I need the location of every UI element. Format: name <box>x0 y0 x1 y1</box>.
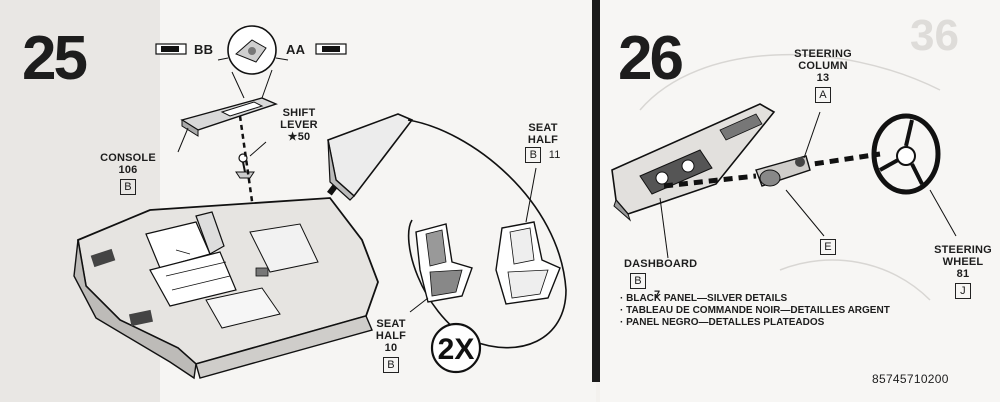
shift-lever-part-number: ★50 <box>287 131 311 143</box>
seat-half-11-name-1: SEAT <box>528 122 558 134</box>
quantity-badge: 2X <box>430 322 482 374</box>
seat-half-10-name-2: HALF <box>375 330 407 342</box>
dashboard-name: DASHBOARD <box>624 258 698 270</box>
seat-half-11-name-2: HALF <box>527 134 559 146</box>
seat-back-part <box>327 113 414 201</box>
seat-half-10-code-box: B <box>383 357 399 373</box>
shift-lever-name-2: LEVER <box>280 119 318 131</box>
steering-column-name-2: COLUMN <box>798 60 848 72</box>
steering-wheel-name-1: STEERING <box>934 244 992 256</box>
paint-chip-icon-right <box>315 43 347 55</box>
paint-chip-icon-left <box>155 43 187 55</box>
seat-half-11-label: SEAT HALF B 11 <box>520 122 566 163</box>
seat-half-10-part-number: 10 <box>384 342 398 354</box>
shift-lever-name-1: SHIFT <box>282 107 316 119</box>
note-english: · BLACK PANEL—SILVER DETAILS <box>620 293 788 304</box>
shift-lever-label: SHIFT LEVER ★50 <box>276 107 322 143</box>
console-part-number: 106 <box>118 164 138 176</box>
steering-column-part <box>755 155 811 187</box>
steering-wheel-code-box: J <box>955 283 971 299</box>
label-bb: BB <box>194 42 214 57</box>
steering-column-label: STEERING COLUMN 13 A <box>790 48 856 103</box>
ghost-step-number: 36 <box>910 11 959 60</box>
panel-divider <box>592 0 600 382</box>
seat-half-10-part <box>415 223 473 303</box>
steering-wheel-label: STEERING WHEEL 81 J <box>930 244 996 299</box>
seat-detail-callout <box>407 119 567 349</box>
seat-half-10-name-1: SEAT <box>376 318 406 330</box>
steering-column-code-box: A <box>815 87 831 103</box>
car-interior-tub <box>73 197 379 380</box>
console-part <box>180 97 278 137</box>
note-spanish: · PANEL NEGRO—DETALLES PLATEADOS <box>620 317 825 328</box>
detail-magnifier <box>217 25 289 99</box>
steering-column-part-number: 13 <box>816 72 830 84</box>
quantity-label: 2X <box>438 333 475 366</box>
console-name: CONSOLE <box>100 152 156 164</box>
dashboard-part-number: 7 <box>654 289 661 301</box>
callout-e-label: E <box>818 236 838 255</box>
note-french: · TABLEAU DE COMMANDE NOIR—DETAILLES ARG… <box>620 305 890 316</box>
steering-column-name-1: STEERING <box>794 48 852 60</box>
callout-e-code-box: E <box>820 239 836 255</box>
shift-lever-part <box>235 153 255 179</box>
steering-wheel-part-number: 81 <box>956 268 970 280</box>
dashboard-part <box>611 103 776 222</box>
steering-wheel-part <box>871 113 941 195</box>
step-26-number: 26 <box>618 24 684 93</box>
console-code-box: B <box>120 179 136 195</box>
seat-half-11-code-box: B <box>525 147 542 163</box>
label-aa: AA <box>286 42 306 57</box>
part-number: 85745710200 <box>872 372 949 386</box>
steering-wheel-name-2: WHEEL <box>942 256 984 268</box>
painting-notes: · BLACK PANEL—SILVER DETAILS · TABLEAU D… <box>620 293 890 329</box>
seat-half-11-part-number: 11 <box>548 149 561 161</box>
dashboard-label: DASHBOARD B 7 <box>624 258 714 301</box>
seat-half-10-label: SEAT HALF 10 B <box>368 318 414 373</box>
dashboard-code-box: B <box>630 273 646 289</box>
console-label: CONSOLE 106 B <box>98 152 158 195</box>
step-25-number: 25 <box>22 24 88 93</box>
seat-half-11-part <box>495 221 561 305</box>
